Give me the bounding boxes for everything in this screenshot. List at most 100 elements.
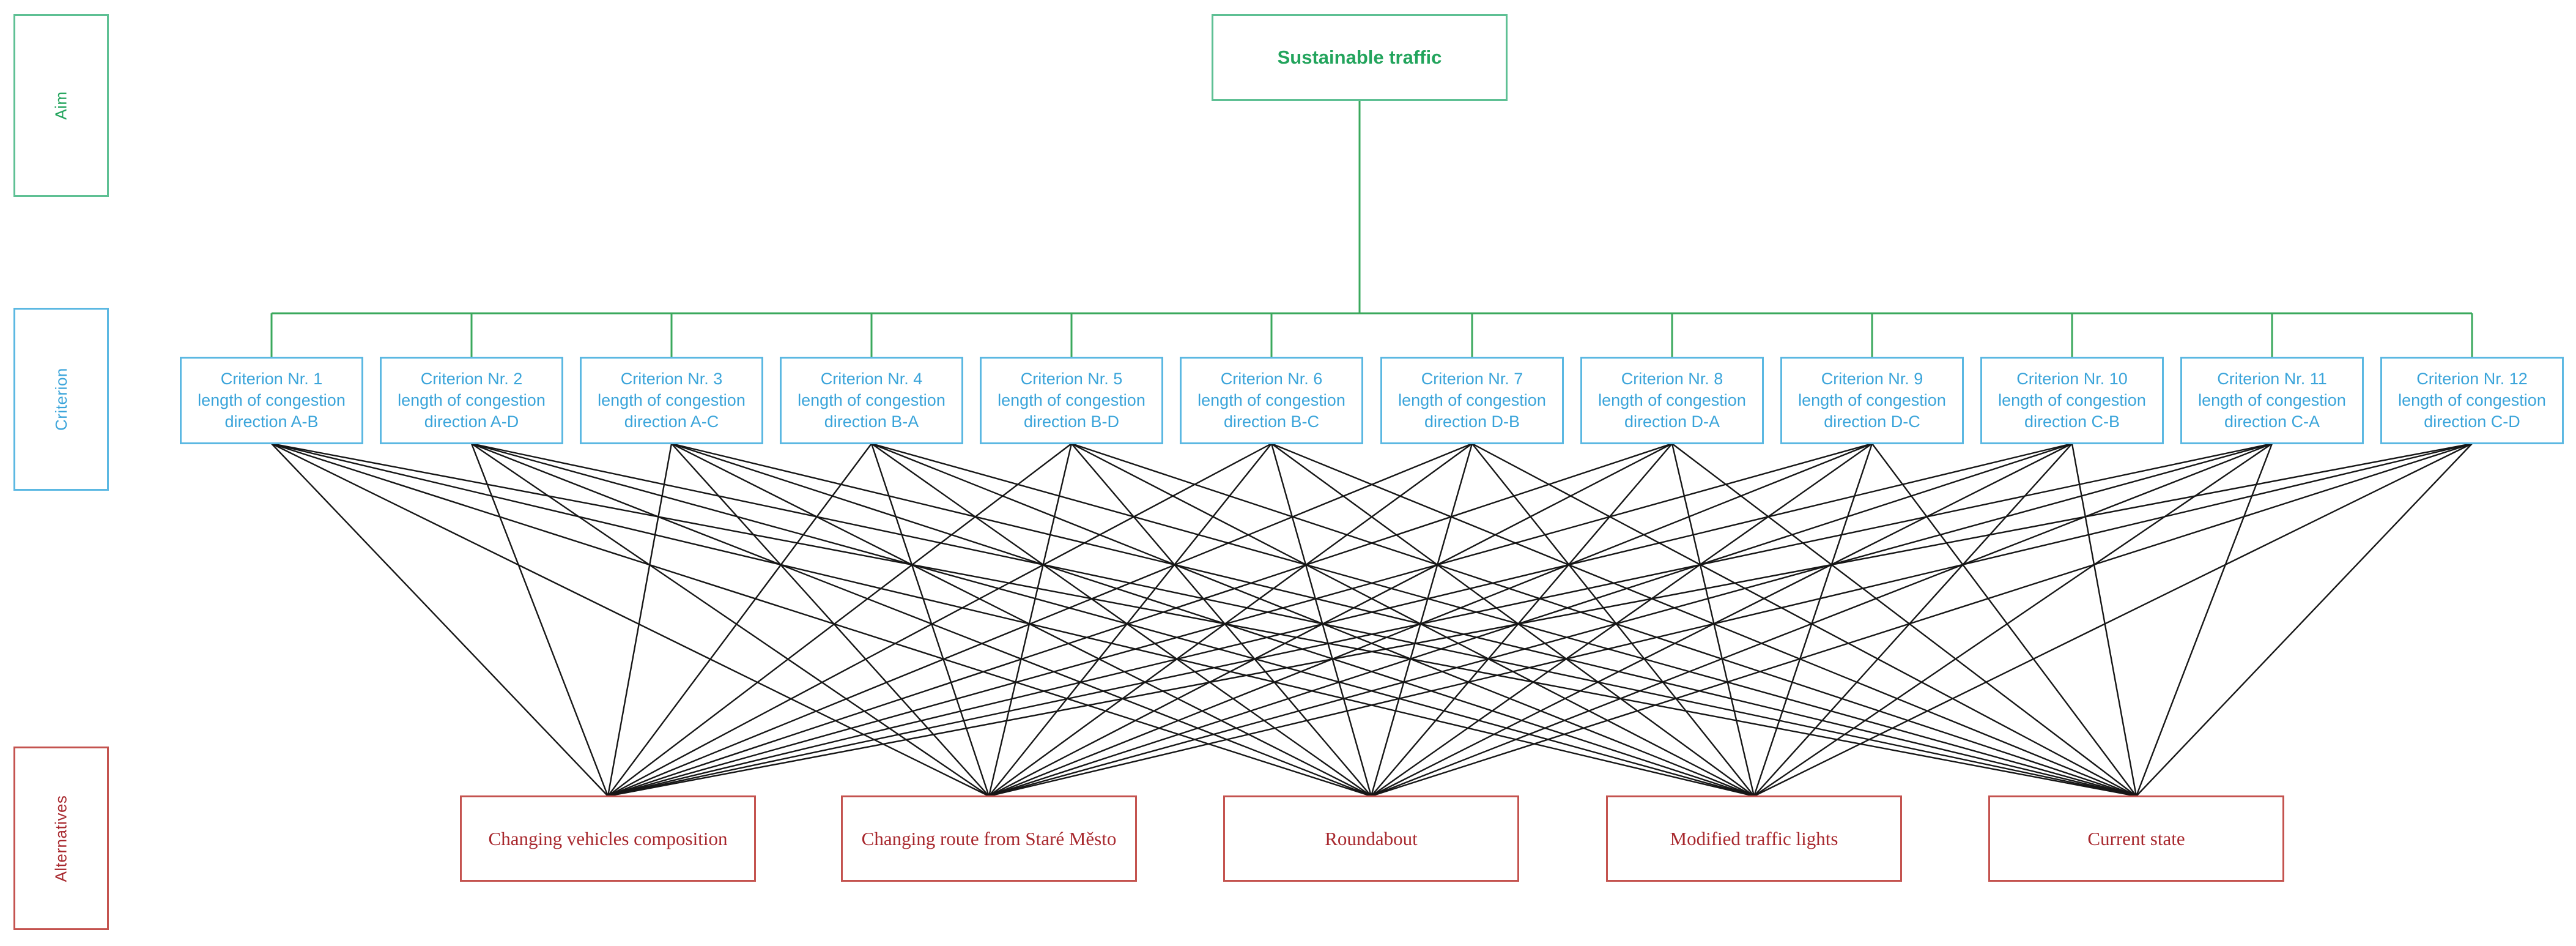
level-label-aim: Aim [13, 14, 109, 197]
edge-line [607, 442, 2073, 797]
edge-line [1270, 443, 1372, 797]
edge-line [607, 443, 1072, 797]
criterion-subtitle: length of congestion [398, 391, 546, 409]
criterion-node-3: Criterion Nr. 3 length of congestion dir… [580, 357, 763, 444]
aim-node-label: Sustainable traffic [1277, 47, 1442, 68]
criterion-subtitle: length of congestion [2398, 391, 2546, 409]
edge-line [271, 442, 2137, 797]
connector-line [270, 101, 2473, 357]
criteria-to-alternatives-edges [271, 442, 2473, 797]
edge-line [607, 443, 872, 797]
edge-line [607, 442, 1673, 797]
edge-line [471, 442, 1372, 797]
criterion-direction: direction A-D [424, 412, 519, 431]
edge-line [988, 443, 1073, 797]
criterion-title: Criterion Nr. 2 [420, 370, 523, 388]
edge-line [1753, 443, 1873, 797]
edge-line [2136, 443, 2473, 797]
edge-line [1671, 443, 1755, 797]
edge-line [988, 442, 1873, 797]
criterion-subtitle: length of congestion [2198, 391, 2346, 409]
criterion-direction: direction D-C [1824, 412, 1920, 431]
edge-line [1370, 443, 1473, 797]
edge-line [470, 443, 609, 797]
criterion-subtitle: length of congestion [798, 391, 946, 409]
edge-line [988, 442, 2473, 797]
edge-line [988, 443, 1473, 797]
criterion-node-6: Criterion Nr. 6 length of congestion dir… [1180, 357, 1363, 444]
edge-line [1671, 443, 2137, 797]
edge-line [607, 442, 2273, 797]
edge-line [1071, 442, 2137, 797]
edge-line [870, 443, 990, 797]
criterion-subtitle: length of congestion [1998, 391, 2146, 409]
criterion-subtitle: length of congestion [598, 391, 746, 409]
level-label-criterion: Criterion [13, 308, 109, 491]
edge-line [271, 443, 609, 797]
criterion-subtitle: length of congestion [1798, 391, 1946, 409]
edge-line [1371, 442, 2073, 797]
edge-line [671, 442, 1372, 797]
edge-line [271, 442, 990, 797]
edge-line [1071, 442, 1755, 797]
criterion-node-4: Criterion Nr. 4 length of congestion dir… [780, 357, 963, 444]
criterion-title: Criterion Nr. 3 [620, 370, 723, 388]
edge-line [671, 443, 990, 797]
edge-line [471, 442, 2137, 797]
edge-line [471, 442, 1755, 797]
alternative-node-1: Changing vehicles composition [460, 795, 756, 882]
edge-line [1271, 443, 1755, 797]
alternative-node-4: Modified traffic lights [1606, 795, 1902, 882]
criterion-node-12: Criterion Nr. 12 length of congestion di… [2380, 357, 2564, 444]
edge-line [1271, 442, 2137, 797]
criterion-title: Criterion Nr. 8 [1621, 370, 1723, 388]
edge-line [671, 442, 2137, 797]
criterion-node-2: Criterion Nr. 2 length of congestion dir… [380, 357, 563, 444]
edge-line [1753, 442, 2473, 797]
criterion-subtitle: length of congestion [1197, 391, 1345, 409]
criterion-direction: direction B-C [1223, 412, 1320, 431]
edge-line [607, 442, 2473, 797]
edge-line [2135, 443, 2273, 797]
edge-line [1371, 442, 2473, 797]
criterion-subtitle: length of congestion [1598, 391, 1746, 409]
edge-line [871, 442, 2137, 797]
criterion-node-5: Criterion Nr. 5 length of congestion dir… [980, 357, 1163, 444]
edge-line [607, 442, 1272, 797]
criterion-direction: direction B-D [1023, 412, 1120, 431]
edge-line [988, 443, 1272, 797]
edge-line [871, 442, 1755, 797]
edge-line [871, 443, 1372, 797]
edge-line [988, 442, 2073, 797]
criterion-title: Criterion Nr. 11 [2217, 370, 2327, 388]
criterion-title: Criterion Nr. 1 [220, 370, 323, 388]
criterion-direction: direction D-A [1624, 412, 1720, 431]
edge-line [1753, 443, 2073, 797]
criterion-direction: direction B-A [824, 412, 919, 431]
alternative-label: Modified traffic lights [1670, 827, 1838, 849]
aim-node: Sustainable traffic [1212, 14, 1508, 101]
alternative-label: Current state [2087, 827, 2185, 849]
edge-line [1871, 443, 2137, 797]
level-label-alternatives-text: Alternatives [51, 795, 70, 882]
alternative-label: Changing route from Staré Město [861, 827, 1117, 849]
criterion-node-1: Criterion Nr. 1 length of congestion dir… [180, 357, 363, 444]
criterion-title: Criterion Nr. 10 [2016, 370, 2128, 388]
criterion-title: Criterion Nr. 4 [820, 370, 923, 388]
criterion-title: Criterion Nr. 12 [2416, 370, 2528, 388]
edge-line [1753, 443, 2273, 797]
edge-line [271, 442, 1372, 797]
edge-line [988, 442, 1673, 797]
edge-line [1371, 442, 2273, 797]
aim-to-criteria-connector [270, 101, 2473, 357]
level-label-criterion-text: Criterion [51, 368, 70, 431]
edge-line [671, 442, 1755, 797]
criterion-direction: direction A-C [624, 412, 719, 431]
criterion-subtitle: length of congestion [997, 391, 1146, 409]
criterion-title: Criterion Nr. 6 [1220, 370, 1323, 388]
criterion-node-9: Criterion Nr. 9 length of congestion dir… [1780, 357, 1964, 444]
criterion-direction: direction C-B [2024, 412, 2120, 431]
criterion-node-11: Criterion Nr. 11 length of congestion di… [2180, 357, 2364, 444]
alternative-label: Changing vehicles composition [488, 827, 728, 849]
